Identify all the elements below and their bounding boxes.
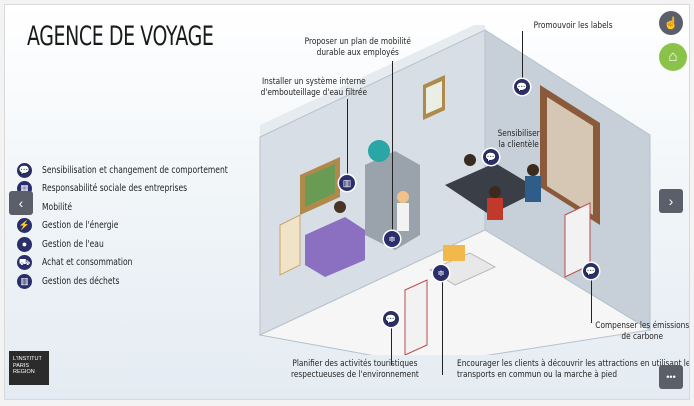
institut-paris-region-logo: L'INSTITUT PARIS REGION <box>9 351 49 385</box>
legend-label: Gestion des déchets <box>42 275 120 287</box>
legend-item-csr[interactable]: ▦ Responsabilité sociale des entreprises <box>17 180 274 199</box>
legend-item-purchase[interactable]: ⛟ Achat et consommation <box>17 254 274 273</box>
hand-pointer-icon: ☝ <box>663 16 679 30</box>
water-drop-icon: ● <box>17 236 32 252</box>
callout-line <box>522 31 523 83</box>
callout-line <box>347 99 348 179</box>
legend-label: Achat et consommation <box>42 257 133 269</box>
callout-line <box>442 277 443 375</box>
legend-label: Sensibilisation et changement de comport… <box>42 164 228 176</box>
legend-label: Mobilité <box>42 201 73 213</box>
callout-line <box>391 325 392 365</box>
callout-line <box>591 273 592 323</box>
legend-label: Gestion de l'eau <box>42 238 104 250</box>
more-button[interactable]: ••• <box>659 365 683 389</box>
next-button[interactable]: › <box>659 189 683 213</box>
legend-item-water[interactable]: ● Gestion de l'eau <box>17 235 274 254</box>
marker-water-system[interactable]: ▥ <box>339 175 355 191</box>
legend-item-energy[interactable]: ⚡ Gestion de l'énergie <box>17 217 274 236</box>
legend-label: Gestion de l'énergie <box>42 220 119 232</box>
callout-offset: Compenser les émissions de carbone <box>595 321 690 342</box>
touch-button[interactable]: ☝ <box>659 11 683 35</box>
legend: 💬 Sensibilisation et changement de compo… <box>17 161 274 291</box>
callout-mobility-plan: Proposer un plan de mobilité durable aux… <box>304 37 411 58</box>
logo-line: L'INSTITUT <box>13 356 42 362</box>
marker-mobility-plan[interactable]: ≑ <box>384 231 400 247</box>
lightning-icon: ⚡ <box>17 218 32 234</box>
callout-sensitize: Sensibiliser la clientèle <box>497 129 540 150</box>
cart-icon: ⛟ <box>17 255 32 271</box>
callout-activities: Planifier des activités touristiques res… <box>291 359 419 380</box>
page-title: AGENCE DE VOYAGE <box>27 21 214 52</box>
trash-icon: ▥ <box>17 273 32 289</box>
legend-item-mobility[interactable]: ≑ Mobilité <box>17 198 274 217</box>
marker-transport[interactable]: ≑ <box>433 265 449 281</box>
callout-transport: Encourager les clients à découvrir les a… <box>457 359 690 380</box>
legend-item-awareness[interactable]: 💬 Sensibilisation et changement de compo… <box>17 161 274 180</box>
legend-label: Responsabilité sociale des entreprises <box>42 183 188 195</box>
chat-icon: 💬 <box>17 162 32 178</box>
home-button[interactable]: ⌂ <box>659 43 687 71</box>
callout-water-system: Installer un système interne d'embouteil… <box>260 77 368 98</box>
home-icon: ⌂ <box>668 48 678 65</box>
legend-item-waste[interactable]: ▥ Gestion des déchets <box>17 272 274 291</box>
marker-activities[interactable]: 💬 <box>383 311 399 327</box>
callout-labels: Promouvoir les labels <box>533 21 613 31</box>
office-illustration <box>258 25 652 355</box>
infographic-stage: AGENCE DE VOYAGE 💬 Sensibilisation et ch… <box>4 4 690 400</box>
callout-line <box>392 61 393 239</box>
logo-line: PARIS <box>13 362 30 369</box>
marker-offset[interactable]: 💬 <box>583 263 599 279</box>
marker-labels[interactable]: 💬 <box>514 79 530 95</box>
marker-sensitize[interactable]: 💬 <box>483 149 499 165</box>
logo-line: REGION <box>13 369 35 375</box>
prev-button[interactable]: ‹ <box>9 191 33 215</box>
